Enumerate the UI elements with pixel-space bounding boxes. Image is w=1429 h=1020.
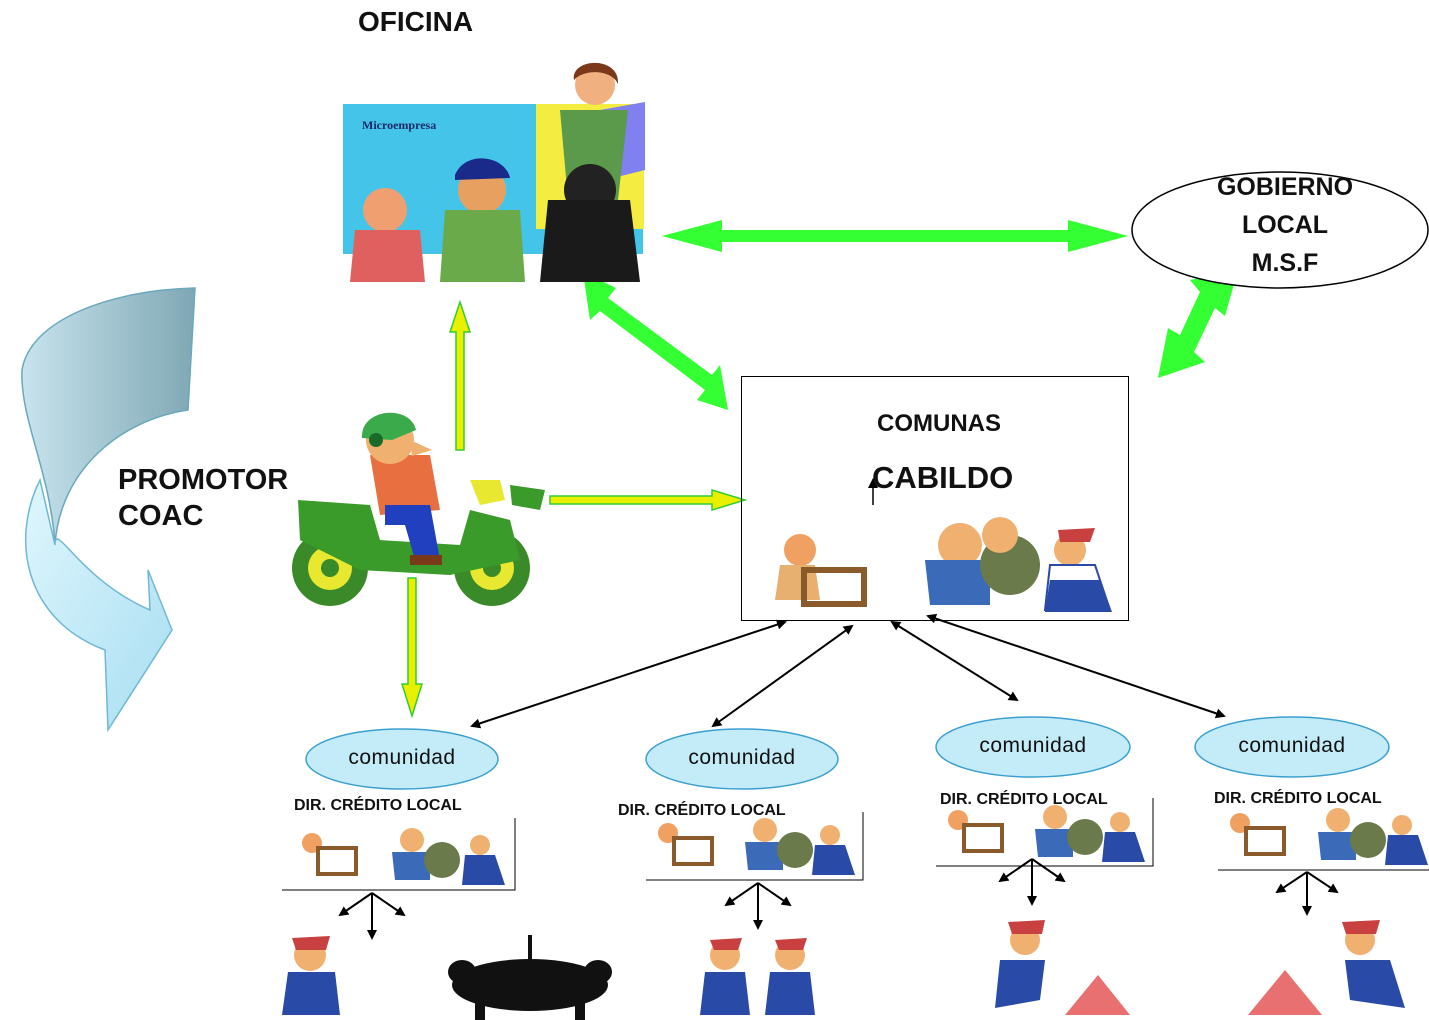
office-board-text: Microempresa <box>362 118 437 132</box>
cabildo-title-cabildo: CABILDO <box>872 460 1014 495</box>
distribution-arrows <box>338 858 1339 940</box>
promoter-line-2: COAC <box>118 500 204 532</box>
community-label-2: comunidad <box>688 746 796 769</box>
credit-clipart-2 <box>658 818 855 875</box>
cattle-clipart <box>448 935 612 1020</box>
cabildo-title-comunas: COMUNAS <box>877 410 1001 437</box>
community-ellipses <box>305 716 1390 790</box>
promoter-line-1: PROMOTOR <box>118 464 289 496</box>
credit-clipart-1 <box>302 828 505 885</box>
farmers-pair-clipart <box>700 938 815 1015</box>
government-line-1: GOBIERNO <box>1216 173 1354 201</box>
farmer-grain-clipart-2 <box>1248 920 1405 1015</box>
credit-image-frames <box>282 798 1429 891</box>
credit-clipart-3 <box>948 805 1145 862</box>
farmer-clipart-1 <box>282 936 340 1015</box>
credit-label-4: DIR. CRÉDITO LOCAL <box>1214 790 1382 807</box>
curved-cycle-arrow <box>21 287 196 733</box>
credit-clipart-4 <box>1230 808 1428 865</box>
community-label-1: comunidad <box>348 746 456 769</box>
yellow-arrow-right <box>549 488 748 512</box>
yellow-arrow-down <box>400 577 424 719</box>
promoter-label: PROMOTOR COAC <box>118 462 288 534</box>
government-line-3: M.S.F <box>1251 249 1319 277</box>
green-arrow-office-government <box>662 220 1128 252</box>
cabildo-community-connectors <box>470 613 1226 729</box>
community-label-3: comunidad <box>979 734 1087 757</box>
credit-label-3: DIR. CRÉDITO LOCAL <box>940 791 1108 808</box>
office-clipart <box>343 62 645 282</box>
green-arrow-government-cabildo <box>1158 270 1238 378</box>
community-label-4: comunidad <box>1238 734 1346 757</box>
motorcycle-rider-clipart <box>292 412 545 606</box>
farmer-grain-clipart-1 <box>995 920 1130 1015</box>
green-arrow-office-cabildo <box>583 272 728 410</box>
government-label: GOBIERNO LOCAL M.S.F <box>1180 168 1390 282</box>
yellow-arrow-up <box>448 299 472 451</box>
government-ellipse <box>1131 171 1429 289</box>
cabildo-people-clipart <box>775 517 1112 612</box>
cabildo-box <box>741 376 1129 621</box>
credit-label-1: DIR. CRÉDITO LOCAL <box>294 797 462 814</box>
credit-label-2: DIR. CRÉDITO LOCAL <box>618 802 786 819</box>
government-line-2: LOCAL <box>1241 211 1329 239</box>
office-label: OFICINA <box>358 6 474 37</box>
